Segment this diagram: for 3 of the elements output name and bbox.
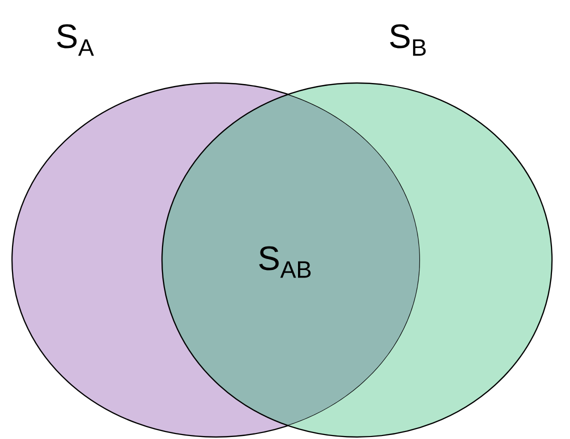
set-label: S$_{B}$ xyxy=(390,24,426,56)
region-label: S$_{AB}$ xyxy=(259,246,311,278)
set-label: S$_{A}$ xyxy=(57,24,94,56)
